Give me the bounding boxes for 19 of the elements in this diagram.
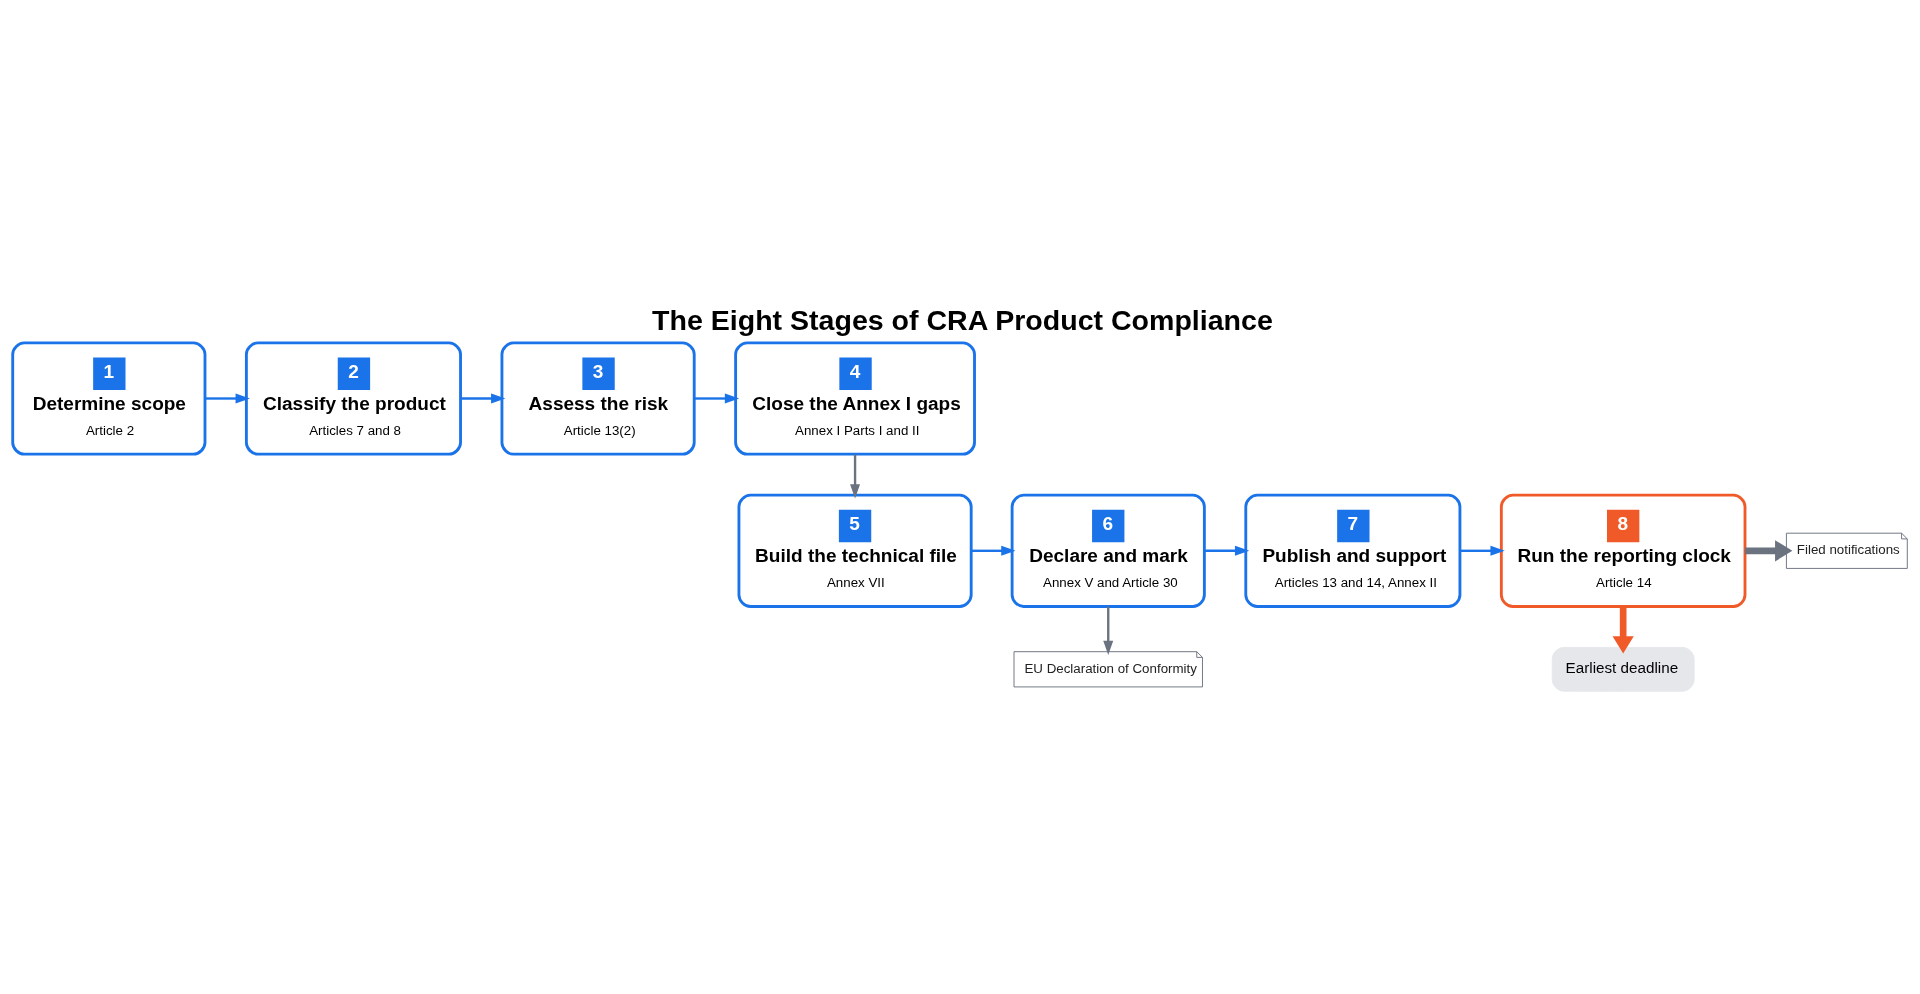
node-box: 7 Publish and support Articles 13 and 14, Annex II bbox=[1244, 493, 1462, 608]
node-box: 6 Declare and mark Annex V and Article 30 bbox=[1010, 493, 1206, 608]
node-box: 8 Run the reporting clock Article 14 bbox=[1499, 493, 1747, 608]
arrow bbox=[1204, 545, 1250, 556]
arrow bbox=[1612, 606, 1634, 654]
node-box: 1 Determine scope Article 2 bbox=[11, 340, 207, 456]
arrow bbox=[850, 454, 861, 499]
arrow bbox=[205, 393, 250, 403]
node-box: Earliest deadline bbox=[1551, 646, 1695, 692]
node-box: 2 Classify the product Articles 7 and 8 bbox=[244, 340, 462, 456]
node-box: 4 Close the Annex I gaps Annex I Parts I and II bbox=[734, 340, 976, 456]
node-box: 5 Build the technical file Annex VII bbox=[737, 493, 973, 608]
arrow bbox=[1460, 545, 1505, 556]
diagram-title: The Eight Stages of CRA Product Compliance bbox=[652, 303, 1273, 336]
arrow bbox=[694, 393, 740, 403]
arrow bbox=[971, 545, 1016, 556]
arrow bbox=[460, 393, 506, 403]
arrow bbox=[1103, 606, 1114, 655]
node-box: 3 Assess the risk Article 13(2) bbox=[500, 340, 696, 456]
